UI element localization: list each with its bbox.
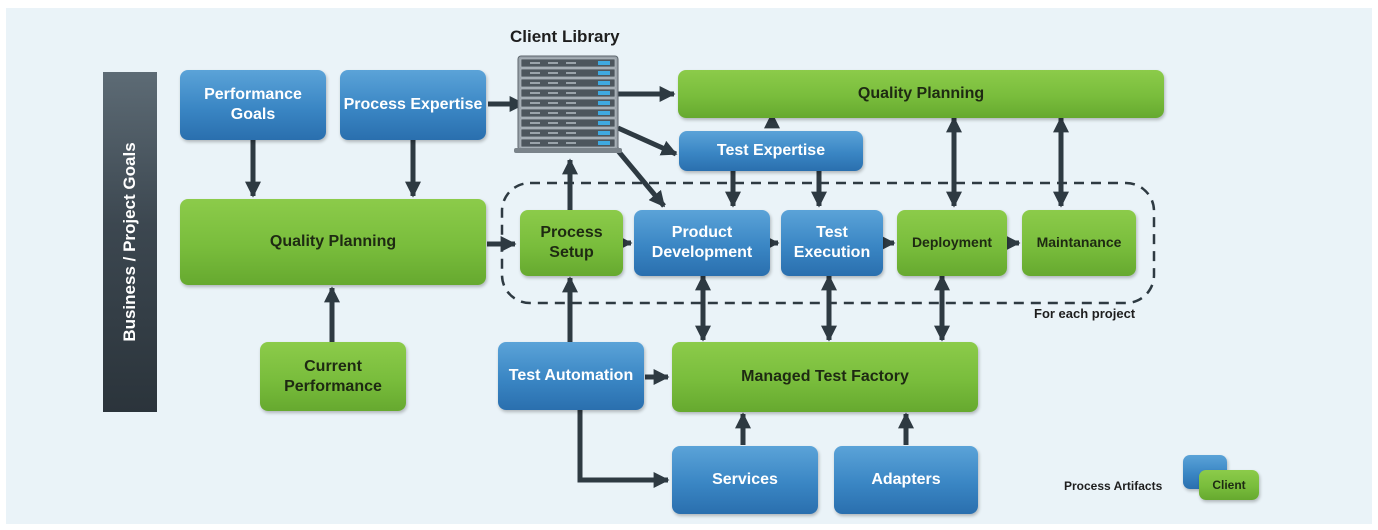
server-unit-slot: [530, 82, 540, 84]
managed-test-factory-box: Managed Test Factory: [672, 342, 978, 412]
server-unit-light: [598, 61, 610, 65]
server-unit-slot: [548, 72, 558, 74]
server-unit-slot: [566, 72, 576, 74]
server-unit-slot: [566, 102, 576, 104]
arrow-library-to-test-expertise: [616, 125, 678, 157]
server-unit-slot: [548, 102, 558, 104]
test-execution-box: Test Execution: [781, 210, 883, 276]
server-unit-slot: [530, 122, 540, 124]
server-unit-slot: [566, 142, 576, 144]
server-unit-light: [598, 121, 610, 125]
server-unit-slot: [566, 92, 576, 94]
server-unit-slot: [548, 122, 558, 124]
server-unit-slot: [530, 92, 540, 94]
server-unit-slot: [566, 62, 576, 64]
for-each-project-label: For each project: [1034, 306, 1136, 321]
server-unit-slot: [530, 102, 540, 104]
arrow-library-to-product-development: [612, 144, 666, 208]
server-unit-slot: [566, 112, 576, 114]
test-automation-box: Test Automation: [498, 342, 644, 410]
legend-client-swatch: Client: [1199, 470, 1259, 500]
server-unit-slot: [548, 142, 558, 144]
server-unit-slot: [548, 112, 558, 114]
server-unit-light: [598, 141, 610, 145]
server-unit-slot: [548, 92, 558, 94]
quality-planning-top-box: Quality Planning: [678, 70, 1164, 118]
business-project-goals-bar: Business / Project Goals: [103, 72, 157, 412]
server-unit-light: [598, 131, 610, 135]
server-unit-slot: [548, 82, 558, 84]
deployment-box: Deployment: [897, 210, 1007, 276]
server-rack-icon: [514, 55, 622, 153]
product-development-box: Product Development: [634, 210, 770, 276]
server-unit-light: [598, 81, 610, 85]
server-unit-light: [598, 111, 610, 115]
server-unit-slot: [566, 82, 576, 84]
maintanance-box: Maintanance: [1022, 210, 1136, 276]
quality-planning-left-box: Quality Planning: [180, 199, 486, 285]
server-unit-slot: [530, 62, 540, 64]
current-performance-box: Current Performance: [260, 342, 406, 411]
server-unit-slot: [548, 132, 558, 134]
test-expertise-box: Test Expertise: [679, 131, 863, 171]
services-box: Services: [672, 446, 818, 514]
server-unit-slot: [530, 142, 540, 144]
server-unit-slot: [566, 132, 576, 134]
server-unit-light: [598, 101, 610, 105]
server-unit-light: [598, 71, 610, 75]
arrow-test-automation-to-services: [577, 410, 670, 489]
process-expertise-box: Process Expertise: [340, 70, 486, 140]
process-setup-box: Process Setup: [520, 210, 623, 276]
server-unit-slot: [530, 112, 540, 114]
server-unit-light: [598, 91, 610, 95]
client-library-label: Client Library: [510, 27, 620, 46]
side-label: Business / Project Goals: [120, 142, 139, 342]
server-unit-slot: [548, 62, 558, 64]
server-unit-slot: [530, 132, 540, 134]
performance-goals-box: Performance Goals: [180, 70, 326, 140]
legend-label: Process Artifacts: [1064, 479, 1163, 493]
server-unit-slot: [530, 72, 540, 74]
adapters-box: Adapters: [834, 446, 978, 514]
server-unit-slot: [566, 122, 576, 124]
